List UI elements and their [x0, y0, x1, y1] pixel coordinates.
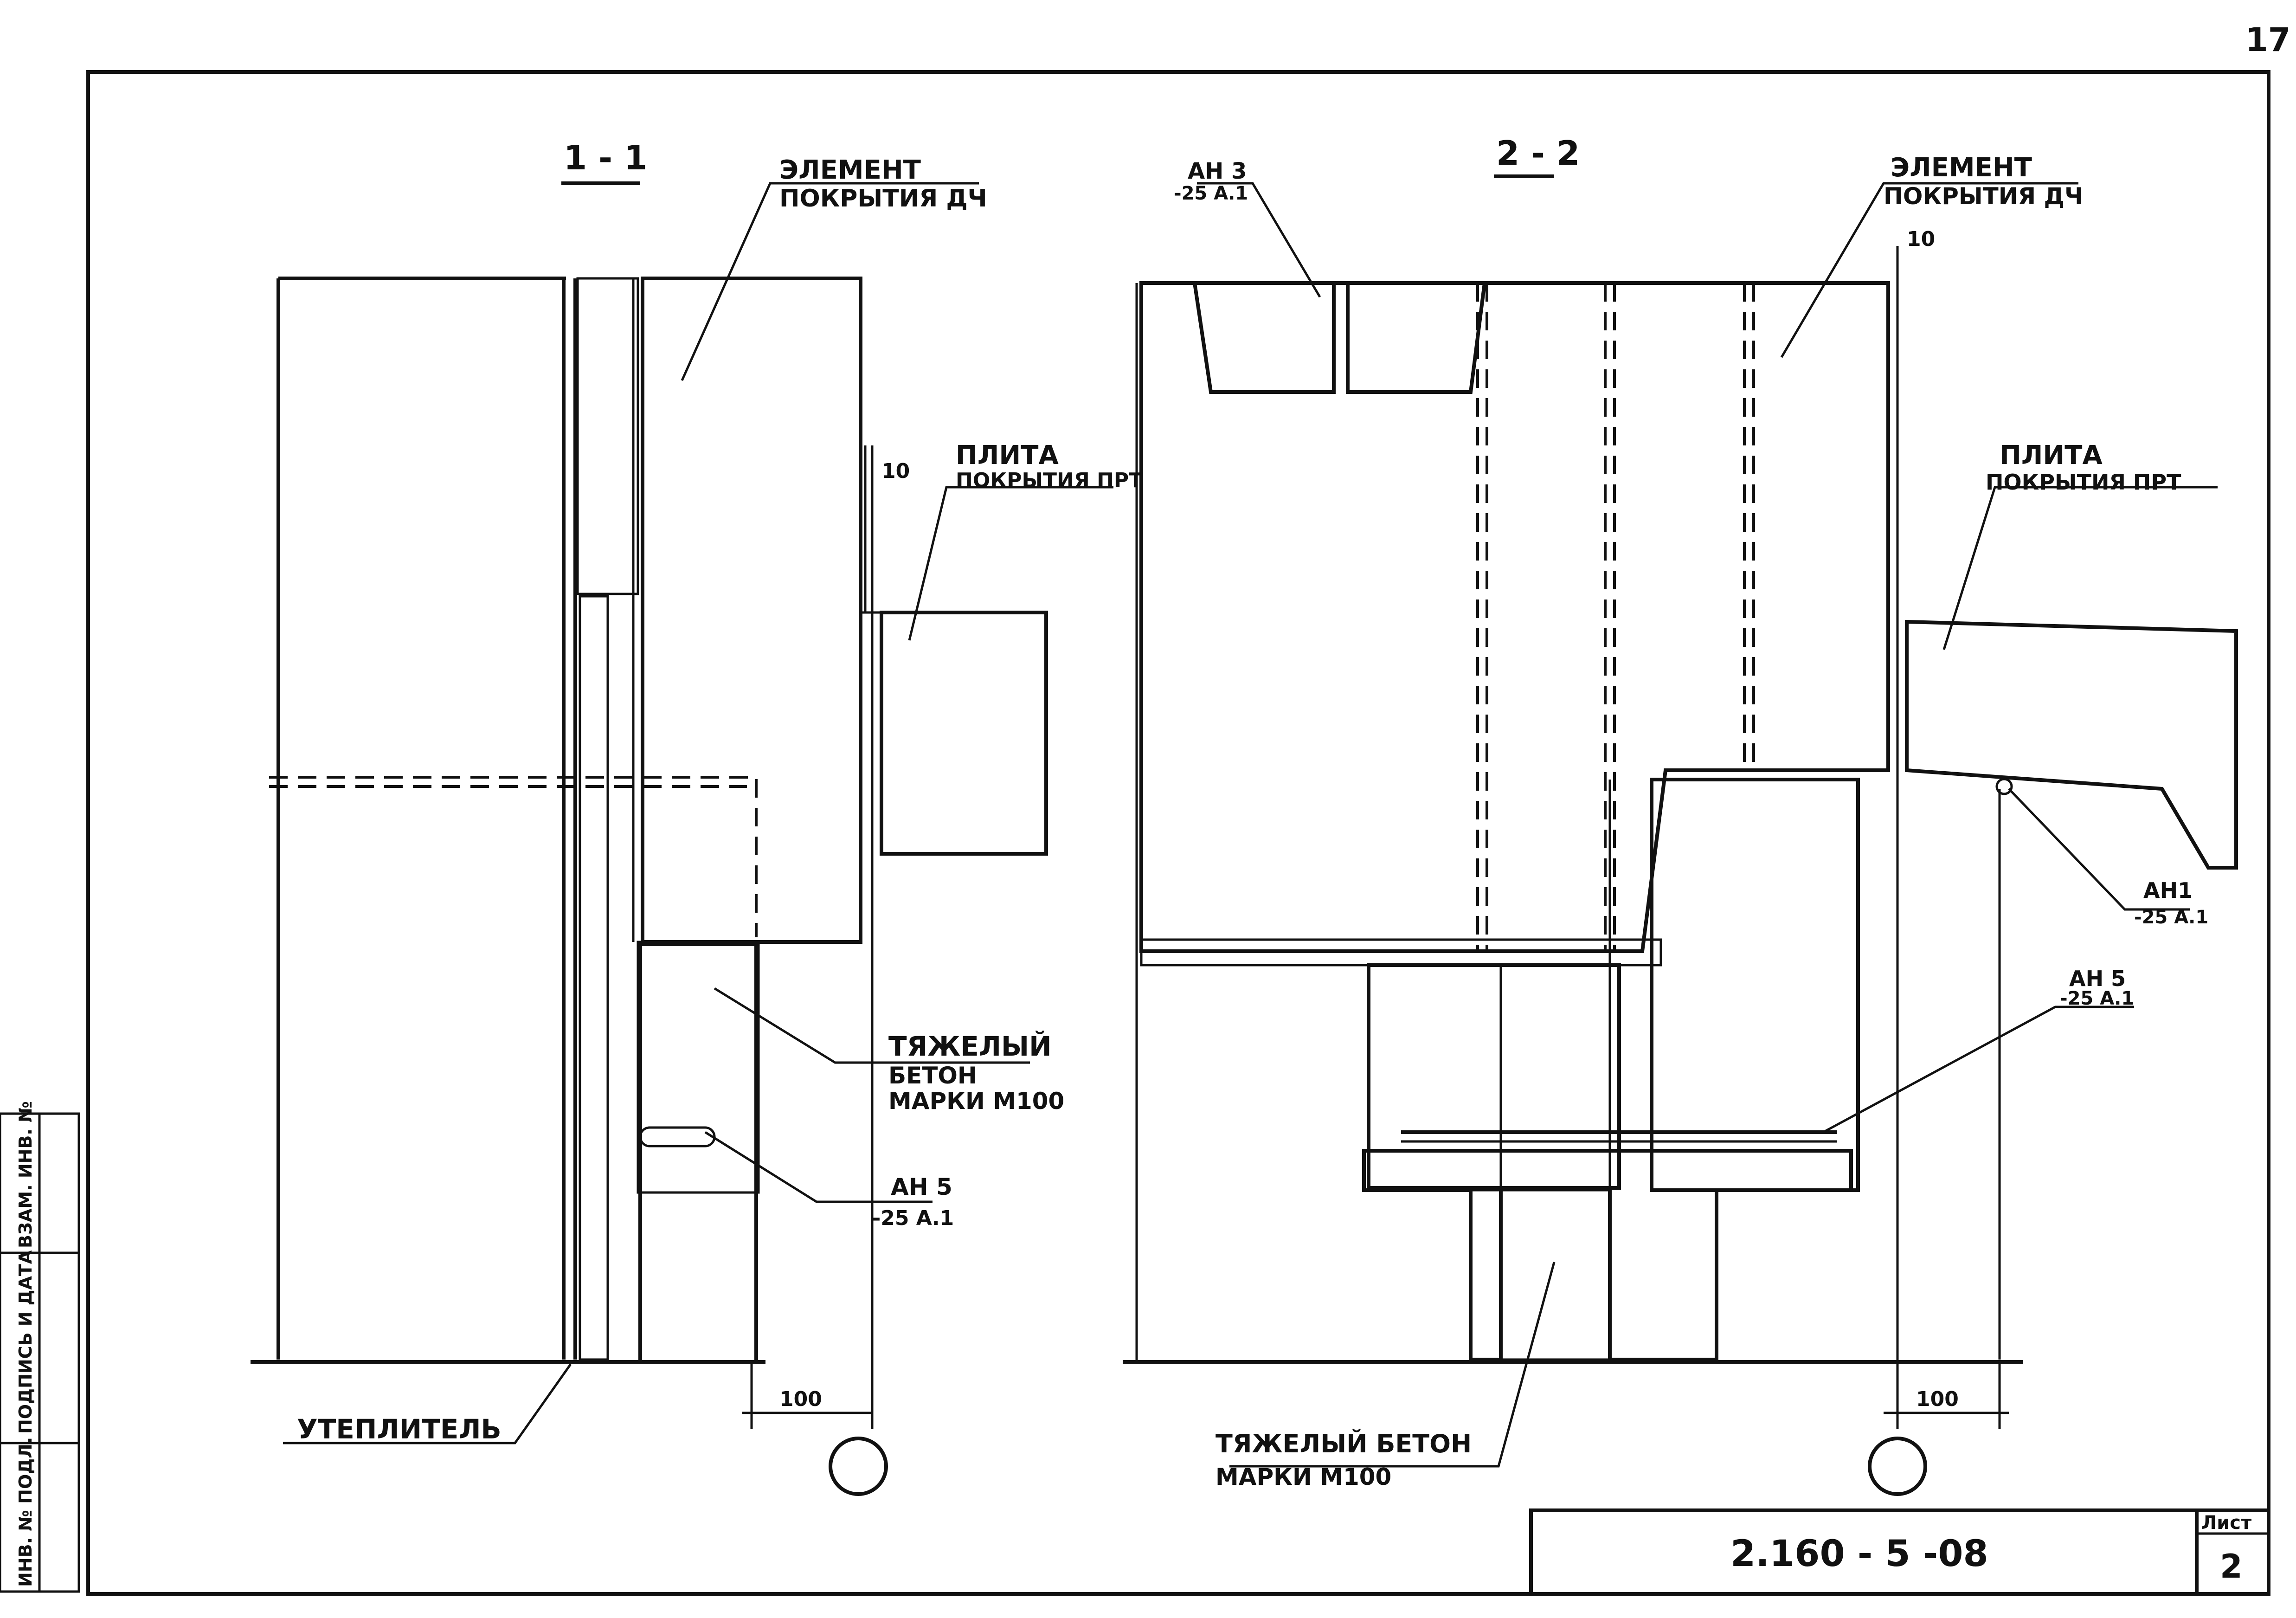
s1-gap-dim: 10	[881, 459, 910, 483]
s2-element-line2: ПОКРЫТИЯ ДЧ	[1884, 183, 2083, 210]
s2-plate-line2: ПОКРЫТИЯ ПРТ	[1986, 470, 2181, 495]
s2-anchor5-line1: АН 5	[2069, 966, 2126, 991]
s1-dim-100: 100	[779, 1387, 822, 1411]
s2-anchor5-line2: -25 А.1	[2060, 988, 2134, 1009]
s1-concrete-line2: БЕТОН	[888, 1062, 977, 1089]
sheet-frame	[86, 70, 2270, 1596]
s2-plate-line1: ПЛИТА	[2000, 440, 2103, 471]
stamp-col-1: ИНВ. № ПОДЛ.	[15, 1437, 36, 1587]
s2-anchor1-line2: -25 А.1	[2134, 907, 2208, 928]
doc-code: 2.160 - 5 -08	[1730, 1533, 1988, 1575]
s2-gap-dim: 10	[1907, 227, 1935, 251]
s1-concrete-line3: МАРКИ М100	[888, 1088, 1064, 1115]
s2-anchor3-line1: АН 3	[1188, 158, 1247, 184]
title-block	[1529, 1508, 2270, 1596]
section-2-title: 2 - 2	[1496, 134, 1580, 173]
s1-insulation-label: УТЕПЛИТЕЛЬ	[297, 1413, 502, 1445]
sheet-label: Лист	[2201, 1512, 2252, 1534]
page-number: 17	[2245, 21, 2290, 59]
s1-concrete-line1: ТЯЖЕЛЫЙ	[888, 1030, 1052, 1062]
stamp-col-2: ПОДПИСЬ И ДАТА	[15, 1250, 36, 1434]
s2-concrete-line1: ТЯЖЕЛЫЙ БЕТОН	[1216, 1429, 1472, 1458]
sheet-number: 2	[2220, 1547, 2243, 1586]
s1-element-line1: ЭЛЕМЕНТ	[779, 155, 921, 185]
s2-anchor3-line2: -25 А.1	[1174, 183, 1248, 204]
s1-anchor-line2: -25 А.1	[872, 1206, 954, 1230]
section-1-title: 1 - 1	[564, 138, 647, 177]
section-1-1	[251, 181, 1113, 1496]
s2-anchor1-line1: АН1	[2143, 878, 2193, 903]
stamp-strip	[0, 1112, 80, 1593]
s1-plate-line1: ПЛИТА	[956, 440, 1059, 471]
s2-concrete-line2: МАРКИ М100	[1216, 1463, 1391, 1490]
s2-dim-100: 100	[1916, 1387, 1959, 1411]
s1-plate-line2: ПОКРЫТИЯ ПРТ	[956, 469, 1143, 492]
s1-element-line2: ПОКРЫТИЯ ДЧ	[779, 185, 987, 213]
s1-anchor-line1: АН 5	[891, 1173, 952, 1200]
section-2-2	[1123, 174, 2238, 1496]
stamp-col-3: ВЗАМ. ИНВ. №	[15, 1101, 36, 1248]
s2-element-line1: ЭЛЕМЕНТ	[1891, 153, 2032, 183]
